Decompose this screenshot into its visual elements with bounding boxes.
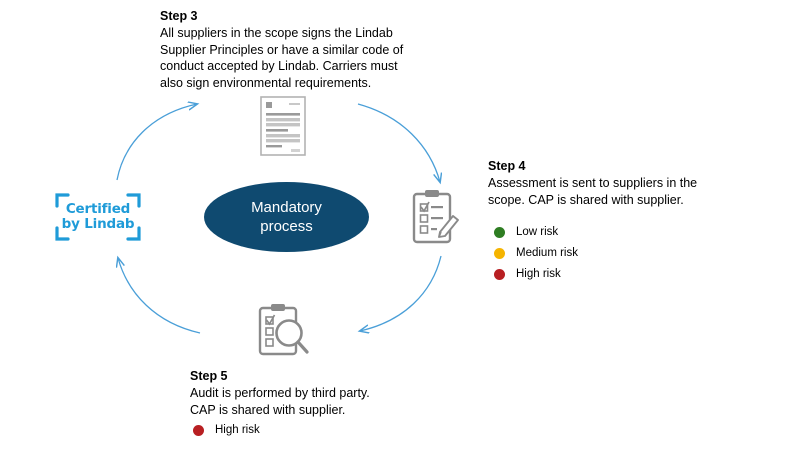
step-4-risk-legend: Low risk Medium risk High risk <box>488 222 748 285</box>
risk-dot-high-icon <box>494 269 505 280</box>
step-5-block: Step 5 Audit is performed by third party… <box>190 368 470 439</box>
clipboard-pencil-icon <box>410 188 462 248</box>
step-3-body: All suppliers in the scope signs the Lin… <box>160 26 404 90</box>
arrow-step4-to-step5 <box>360 255 442 331</box>
legend-item-medium-risk: Medium risk <box>488 243 748 264</box>
legend-label-high-risk: High risk <box>516 268 561 280</box>
center-node-label: Mandatory process <box>251 199 322 235</box>
legend-item-high-risk: High risk <box>488 264 748 285</box>
legend-label-medium-risk: Medium risk <box>516 247 578 259</box>
legend-item-high-risk: High risk <box>190 421 470 439</box>
legend-item-low-risk: Low risk <box>488 222 748 243</box>
step-5-risk-legend: High risk <box>190 421 470 439</box>
step-4-block: Step 4 Assessment is sent to suppliers i… <box>488 158 748 285</box>
step-5-body: Audit is performed by third party. CAP i… <box>190 386 370 417</box>
badge-corner-brackets-icon <box>55 193 141 241</box>
certified-by-lindab-badge: Certified by Lindab <box>44 188 152 246</box>
center-node-mandatory-process: Mandatory process <box>204 182 369 252</box>
step-3-title: Step 3 <box>160 9 198 23</box>
legend-label-low-risk: Low risk <box>516 226 559 238</box>
arrow-badge-to-step3 <box>116 104 197 181</box>
document-icon <box>258 96 308 158</box>
risk-dot-medium-icon <box>494 248 505 259</box>
badge-label: Certified by Lindab <box>61 201 135 232</box>
arrow-step5-to-badge <box>118 258 201 334</box>
step-3-block: Step 3 All suppliers in the scope signs … <box>160 8 460 91</box>
risk-dot-high-icon <box>193 424 204 436</box>
risk-dot-low-icon <box>494 227 505 238</box>
step-4-title: Step 4 <box>488 159 526 173</box>
step-5-title: Step 5 <box>190 369 228 383</box>
step-4-body: Assessment is sent to suppliers in the s… <box>488 176 698 207</box>
clipboard-magnifier-icon <box>256 302 312 360</box>
arrow-step3-to-step4 <box>357 103 440 182</box>
legend-label-high-risk: High risk <box>215 423 260 436</box>
